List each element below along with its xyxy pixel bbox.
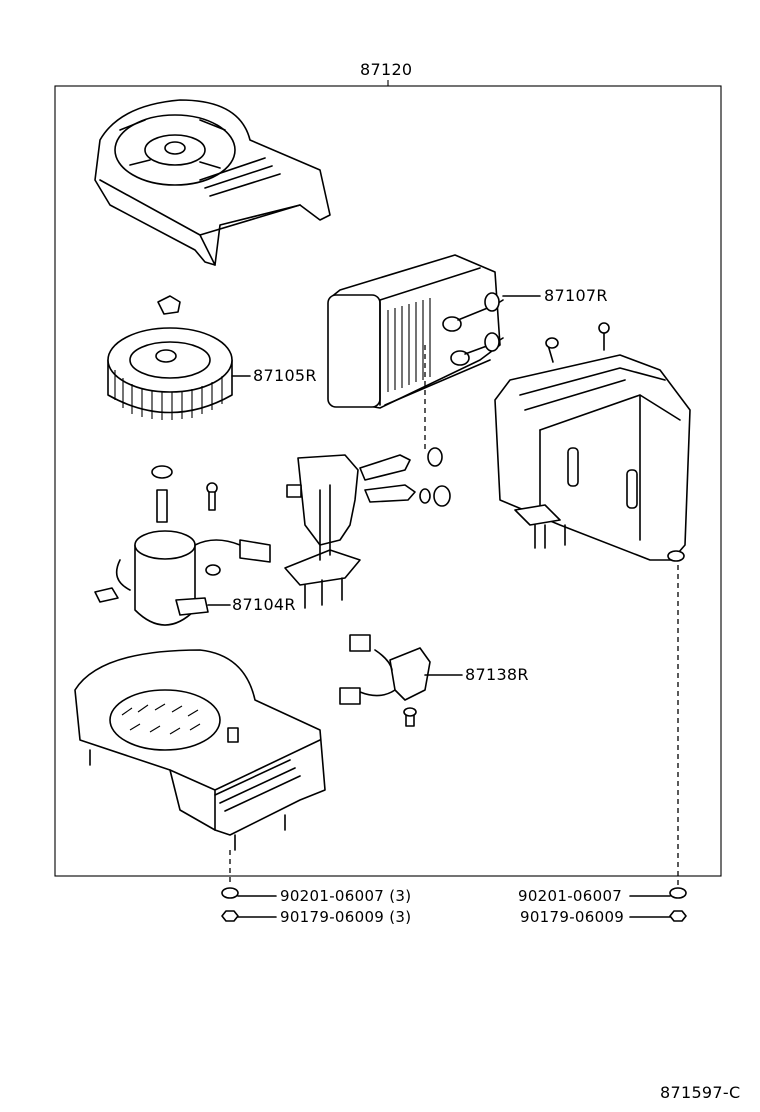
radiator-part-number: 87107R (544, 286, 608, 305)
motor-part-number: 87104R (232, 595, 296, 614)
right-washer-icon (669, 887, 687, 899)
blower-motor (94, 465, 271, 626)
left-nut-icon (221, 910, 239, 922)
heater-case (494, 322, 691, 562)
blower-fan (107, 295, 233, 420)
right-nut-icon (669, 910, 687, 922)
blower-housing-lower (74, 649, 326, 851)
assembly-part-number: 87120 (360, 60, 413, 79)
blower-housing-upper (94, 99, 331, 266)
pipe-bracket (284, 447, 451, 609)
fan-part-number: 87105R (253, 366, 317, 385)
radiator-core (327, 254, 504, 409)
resistor (339, 634, 431, 727)
resistor-part-number: 87138R (465, 665, 529, 684)
diagram-code: 871597-C (660, 1083, 741, 1102)
right-washer-part-number: 90201-06007 (518, 887, 623, 905)
left-washer-icon (221, 887, 239, 899)
left-nut-part-number: 90179-06009 (3) (280, 908, 412, 926)
right-nut-part-number: 90179-06009 (520, 908, 625, 926)
left-washer-part-number: 90201-06007 (3) (280, 887, 412, 905)
